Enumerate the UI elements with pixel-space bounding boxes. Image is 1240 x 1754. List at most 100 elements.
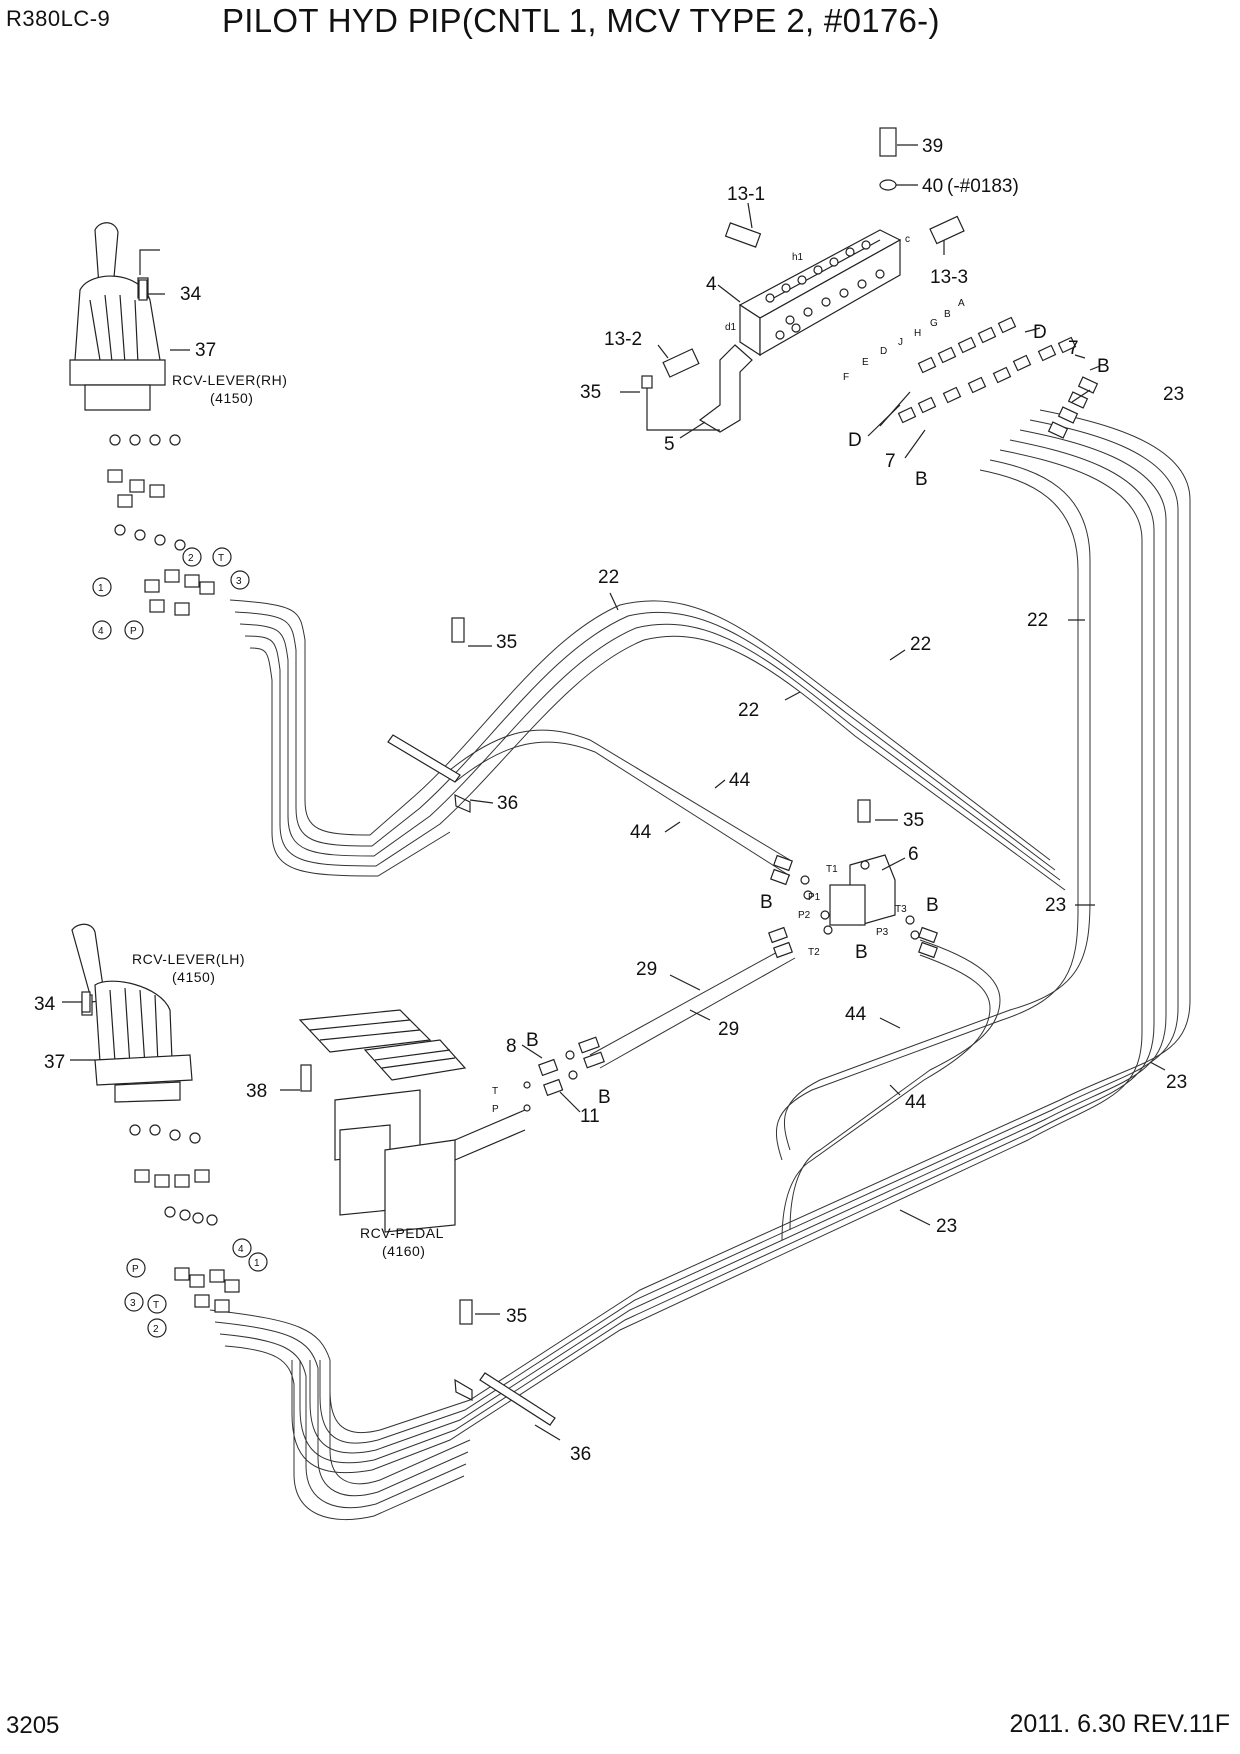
callout-7-b: 7	[885, 451, 896, 472]
lh-fittings	[129, 1124, 218, 1226]
svg-text:F: F	[843, 372, 849, 383]
svg-text:T: T	[218, 553, 224, 564]
port-labels: h1 c d1 A B G H J D E F T1 P1 P2 T2 T3 P…	[492, 234, 965, 1115]
callout-11: 11	[580, 1106, 600, 1127]
svg-text:P: P	[130, 626, 137, 637]
rcv-lever-lh-label: RCV-LEVER(LH)	[132, 951, 245, 967]
callout-34-lh: 34	[34, 994, 56, 1015]
svg-text:1: 1	[254, 1258, 260, 1269]
callout-4: 4	[706, 274, 717, 295]
revision-date: 2011. 6.30 REV.11F	[1009, 1710, 1230, 1738]
callout-35-b: 35	[496, 632, 517, 653]
svg-text:T2: T2	[808, 947, 820, 958]
callout-36-b: 36	[570, 1444, 591, 1465]
page-number: 3205	[6, 1712, 60, 1739]
callout-B-c: B	[760, 892, 773, 913]
svg-text:d1: d1	[725, 322, 737, 333]
bolt-34-lh	[81, 991, 91, 1013]
rh-port-circles: 1 2 T 3 4 P	[92, 547, 250, 640]
rh-fittings	[107, 434, 186, 551]
lh-port-circles: P 4 1 3 T 2	[124, 1238, 268, 1338]
callout-D-b: D	[848, 430, 862, 451]
callout-13-1: 13-1	[727, 184, 765, 205]
bolt-34-rh	[138, 279, 148, 301]
callout-22-a: 22	[598, 567, 619, 588]
rcv-lever-rh	[69, 222, 186, 551]
callout-44-d: 44	[905, 1092, 927, 1113]
callout-36-a: 36	[497, 793, 518, 814]
callout-29-a: 29	[636, 959, 657, 980]
svg-text:P3: P3	[876, 927, 889, 938]
block-ports	[765, 240, 885, 340]
callout-B-e: B	[855, 942, 868, 963]
svg-text:h1: h1	[792, 252, 804, 263]
pipe-bundle-29	[589, 944, 796, 1069]
callout-35-c: 35	[903, 810, 924, 831]
svg-text:A: A	[958, 298, 965, 309]
callout-35-d: 35	[506, 1306, 527, 1327]
callout-23-a: 23	[1163, 384, 1184, 405]
svg-text:T: T	[492, 1086, 498, 1097]
distribution-block	[641, 127, 965, 433]
page-title: PILOT HYD PIP(CNTL 1, MCV TYPE 2, #0176-…	[222, 2, 940, 39]
callout-labels: 39 40 (-#0183) 13-1 4 13-2 35 5 13-3 D 7…	[34, 136, 1187, 1465]
svg-text:3: 3	[236, 576, 242, 587]
callout-B-a: B	[1097, 356, 1110, 377]
svg-text:P: P	[132, 1264, 139, 1275]
callout-22-b: 22	[910, 634, 931, 655]
callout-B-f: B	[526, 1030, 539, 1051]
svg-text:P: P	[492, 1104, 499, 1115]
callout-44-c: 44	[845, 1004, 867, 1025]
callout-40-note: (-#0183)	[947, 176, 1019, 197]
callout-23-d: 23	[936, 1216, 957, 1237]
leader-lines	[62, 144, 1166, 1441]
callout-37-lh: 37	[44, 1052, 65, 1073]
pipe-bundle-23	[209, 409, 1191, 1521]
callout-44-b: 44	[630, 822, 652, 843]
svg-text:2: 2	[188, 553, 194, 564]
rcv-pedal-code: (4160)	[382, 1243, 425, 1259]
callout-B-g: B	[598, 1087, 611, 1108]
callout-34-rh: 34	[180, 284, 202, 305]
callout-B-b: B	[915, 469, 928, 490]
rcv-lever-lh	[71, 923, 218, 1226]
center-valve-block	[768, 799, 938, 959]
svg-text:4: 4	[238, 1244, 244, 1255]
rcv-pedal	[298, 1009, 531, 1233]
callout-22-d: 22	[1027, 610, 1048, 631]
svg-text:4: 4	[98, 626, 104, 637]
callout-37-rh: 37	[195, 340, 216, 361]
callout-23-c: 23	[1166, 1072, 1187, 1093]
svg-text:T: T	[153, 1300, 159, 1311]
bolt-38	[300, 1064, 312, 1092]
svg-text:P2: P2	[798, 910, 811, 921]
svg-text:E: E	[862, 357, 869, 368]
fitting-row-7	[897, 316, 1099, 439]
svg-text:D: D	[880, 346, 887, 357]
svg-text:2: 2	[153, 1324, 159, 1335]
svg-text:B: B	[944, 309, 951, 320]
callout-8: 8	[506, 1036, 517, 1057]
fittings-8-11	[538, 1036, 605, 1097]
pipe-bundle-44	[781, 939, 1001, 1241]
callout-39: 39	[922, 136, 943, 157]
rcv-lever-rh-label: RCV-LEVER(RH)	[172, 372, 287, 388]
svg-text:3: 3	[130, 1298, 136, 1309]
callout-35-a: 35	[580, 382, 601, 403]
svg-text:P1: P1	[808, 892, 821, 903]
rcv-lever-lh-code: (4150)	[172, 969, 215, 985]
rcv-pedal-label: RCV-PEDAL	[360, 1225, 444, 1241]
callout-40: 40	[922, 176, 943, 197]
svg-text:T3: T3	[895, 904, 907, 915]
callout-13-3: 13-3	[930, 267, 968, 288]
model-number: R380LC-9	[6, 6, 111, 31]
callout-5: 5	[664, 434, 675, 455]
component-labels: RCV-LEVER(RH) (4150) RCV-LEVER(LH) (4150…	[132, 372, 444, 1259]
svg-text:c: c	[905, 234, 910, 245]
callout-23-b: 23	[1045, 895, 1066, 916]
svg-text:T1: T1	[826, 864, 838, 875]
svg-text:H: H	[914, 328, 921, 339]
svg-text:J: J	[898, 337, 903, 348]
callout-29-b: 29	[718, 1019, 739, 1040]
